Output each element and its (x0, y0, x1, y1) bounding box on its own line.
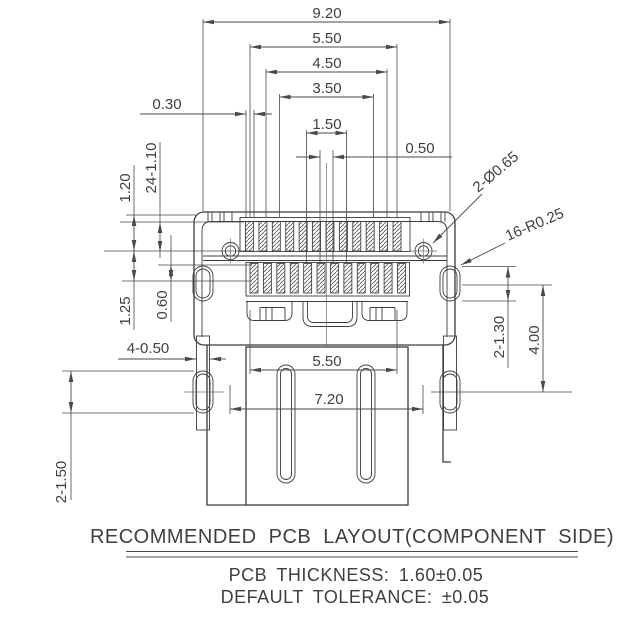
dim-pad-width-label: 0.30 (152, 96, 181, 113)
dim-350: 3.50 (279, 80, 374, 217)
pad (325, 221, 335, 252)
dim-pad-row-span-label: 5.50 (312, 30, 341, 47)
dim-hole-offset-label: 1.20 (117, 173, 134, 202)
dim-side-pad-spacing-label: 4.00 (526, 325, 543, 354)
dim-leg-span: 7.20 (229, 385, 424, 414)
top-pad-row (245, 221, 402, 252)
dim-shell-legs: 4-0.50 (118, 340, 226, 362)
dim-pads-label: 24-1.10 (143, 143, 160, 194)
dim-side-pad-height: 2-1.30 (462, 266, 516, 368)
pad (312, 221, 321, 252)
note-pcb-thickness: PCB THICKNESS: 1.60±0.05 (229, 565, 484, 585)
pad (365, 221, 375, 252)
pad (262, 263, 272, 294)
lower-side-walls (206, 345, 451, 506)
top-pad-recess (239, 217, 411, 252)
dim-150-label: 1.50 (312, 116, 341, 133)
tongue-tabs (246, 301, 408, 327)
pad (379, 221, 389, 252)
shell-top-tabs (207, 212, 446, 222)
dim-slot-span-label: 5.50 (312, 353, 341, 370)
pad (249, 263, 259, 294)
side-pad-upper-left (192, 265, 214, 302)
dim-row-offset-label: 1.25 (117, 296, 134, 325)
note-default-tolerance: DEFAULT TOLERANCE: ±0.05 (221, 587, 490, 607)
pad (276, 263, 286, 294)
dim-pad-pitch-label: 0.50 (405, 140, 434, 157)
pad (298, 221, 308, 252)
pad (316, 263, 326, 294)
pad (289, 263, 299, 294)
slot-left (276, 364, 296, 484)
dim-pad-width: 0.30 (140, 96, 272, 117)
dim-side-pad-height-label: 2-1.30 (491, 316, 508, 359)
leader-side-pad-radius: 16-R0.25 (460, 205, 566, 266)
title-block: RECOMMENDED PCB LAYOUT(COMPONENT SIDE) P… (90, 526, 614, 607)
pad (258, 221, 268, 252)
dim-leg-span-label: 7.20 (314, 391, 343, 408)
shell-leg-right (443, 335, 457, 431)
side-pad-upper-right (439, 265, 461, 302)
dim-side-pad-spacing: 4.00 (431, 284, 572, 393)
shell-leg-left (196, 335, 210, 431)
lower-body (245, 346, 409, 506)
pad (245, 221, 254, 252)
pad (383, 263, 393, 294)
dim-slot-span: 5.50 (249, 310, 398, 374)
dim-left-stack: 1.20 24-1.10 1.25 0.60 (104, 142, 252, 330)
pad (271, 221, 281, 252)
leader-holes-label: 2-Ø0.65 (470, 148, 522, 196)
dim-overall-width: 9.20 (202, 5, 451, 211)
pad (343, 263, 353, 294)
dim-lower-side-pads-label: 2-1.50 (53, 461, 70, 504)
dim-450: 4.50 (265, 55, 388, 217)
dim-150: 1.50 (306, 116, 347, 262)
pad (338, 221, 348, 252)
mounting-hole-right (410, 238, 437, 264)
dim-pad-pitch: 0.50 (296, 140, 452, 262)
slot-right (356, 364, 376, 484)
pad (303, 263, 313, 294)
pad (356, 263, 366, 294)
bottom-pad-recess (245, 262, 410, 297)
dim-pad-row-span: 5.50 (245, 30, 398, 217)
pad (330, 263, 339, 294)
title-underline (126, 551, 578, 558)
pad (397, 263, 406, 294)
dim-row-gap-label: 0.60 (154, 290, 171, 319)
pad (285, 221, 295, 252)
dim-lower-side-pads: 2-1.50 (53, 370, 194, 504)
shell-inner-wall (201, 221, 448, 337)
connector-body (184, 163, 461, 506)
dim-350-label: 3.50 (312, 80, 341, 97)
leader-side-pad-radius-label: 16-R0.25 (503, 205, 566, 245)
drawing-title: RECOMMENDED PCB LAYOUT(COMPONENT SIDE) (90, 526, 614, 548)
pad (392, 221, 402, 252)
dim-overall-width-label: 9.20 (312, 5, 341, 22)
bottom-pad-row (249, 263, 406, 294)
row-divider (203, 255, 447, 261)
pad (352, 221, 362, 252)
side-pad-lower-left (184, 370, 224, 414)
pad (370, 263, 380, 294)
dim-shell-legs-label: 4-0.50 (127, 340, 170, 357)
dim-450-label: 4.50 (312, 55, 341, 72)
